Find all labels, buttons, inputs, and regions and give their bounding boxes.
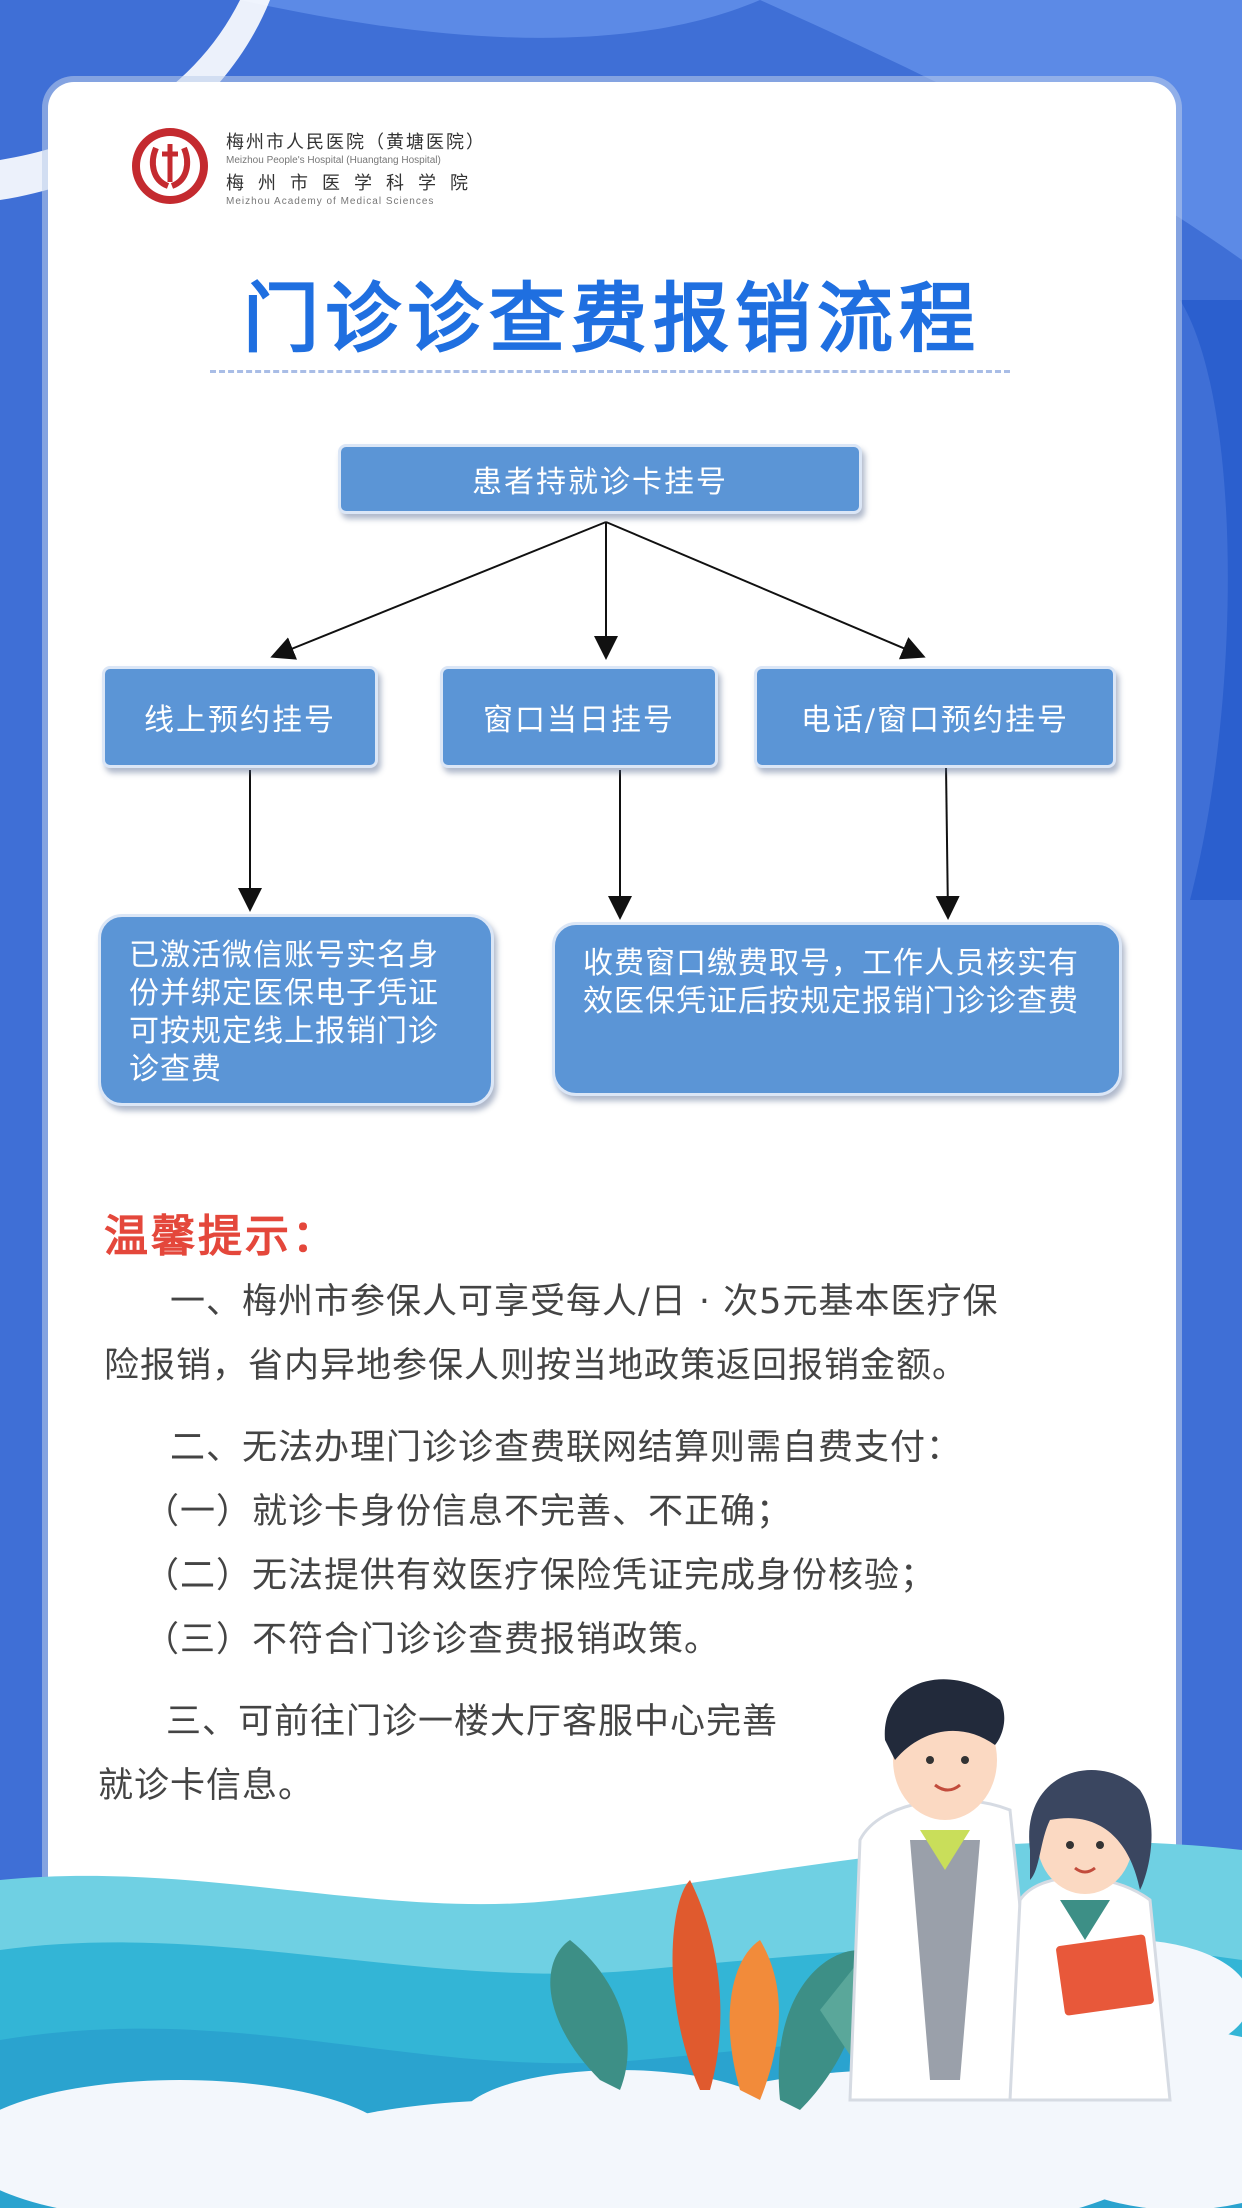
- flow-connectors: [238, 521, 960, 920]
- arrow-to-phone: [605, 521, 926, 660]
- tip-2-a: （一）就诊卡身份信息不完善、不正确；: [144, 1492, 793, 1532]
- tip-2: 二、无法办理门诊诊查费联网结算则需自费支付：: [170, 1428, 963, 1468]
- flow-node-window-result: 收费窗口缴费取号，工作人员核实有效医保凭证后按规定报销门诊诊查费: [552, 922, 1122, 1096]
- arrow-phone-result: [935, 765, 960, 920]
- arrow-to-online: [270, 521, 607, 660]
- academy-name-en: Meizhou Academy of Medical Sciences: [226, 196, 435, 207]
- hospital-name-en: Meizhou People's Hospital (Huangtang Hos…: [226, 155, 441, 166]
- academy-name: 梅州市医学科学院: [226, 173, 482, 194]
- title-divider: [210, 370, 1010, 374]
- page-title: 门诊诊查费报销流程: [243, 274, 981, 363]
- flow-node-online-result: 已激活微信账号实名身份并绑定医保电子凭证可按规定线上报销门诊诊查费: [98, 914, 494, 1106]
- hospital-name: 梅州市人民医院（黄塘医院）: [226, 132, 486, 153]
- tip-3-line-1: 三、可前往门诊一楼大厅客服中心完善: [166, 1702, 779, 1742]
- tip-1-line-2: 险报销，省内异地参保人则按当地政策返回报销金额。: [104, 1346, 969, 1386]
- hospital-emblem-icon: [132, 128, 208, 204]
- tip-1-line-1: 一、梅州市参保人可享受每人/日 · 次5元基本医疗保: [170, 1282, 999, 1322]
- tip-3-line-2: 就诊卡信息。: [98, 1766, 315, 1806]
- poster-card: 梅州市人民医院（黄塘医院） Meizhou People's Hospital …: [48, 82, 1176, 2112]
- flow-node-online: 线上预约挂号: [102, 666, 378, 768]
- flow-node-phone: 电话/窗口预约挂号: [754, 666, 1116, 768]
- flow-node-window: 窗口当日挂号: [440, 666, 718, 768]
- tip-2-c: （三）不符合门诊诊查费报销政策。: [144, 1620, 721, 1660]
- hospital-logo: 梅州市人民医院（黄塘医院） Meizhou People's Hospital …: [128, 124, 548, 214]
- flow-node-root: 患者持就诊卡挂号: [338, 444, 862, 514]
- tips-heading: 温馨提示：: [104, 1211, 339, 1262]
- tip-2-b: （二）无法提供有效医疗保险凭证完成身份核验；: [144, 1556, 937, 1596]
